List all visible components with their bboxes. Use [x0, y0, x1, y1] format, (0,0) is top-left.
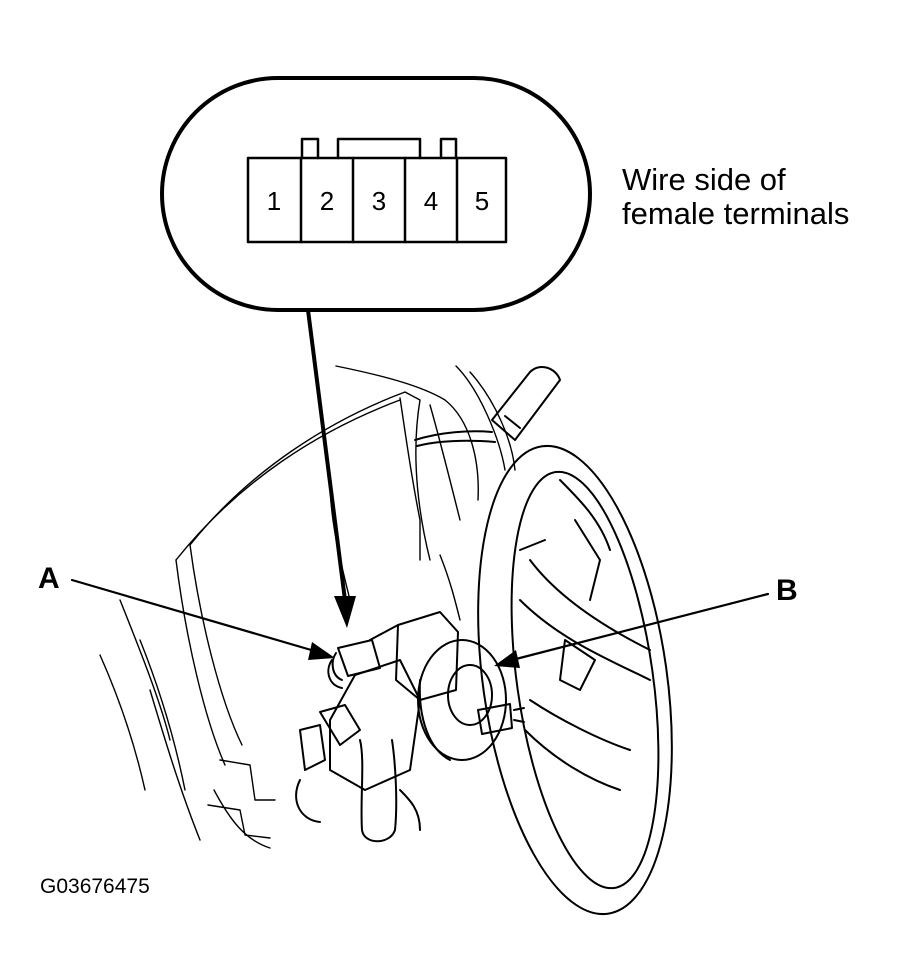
terminal-labels: 1 2 3 4 5 — [267, 186, 489, 216]
terminal-number: 5 — [475, 186, 489, 216]
figure-id: G03676475 — [40, 875, 150, 898]
terminal-number: 1 — [267, 186, 281, 216]
connector-face — [246, 137, 508, 244]
steering-wheel — [477, 444, 673, 916]
connector-caption-line2: female terminals — [622, 196, 850, 231]
callout-b-arrowhead — [494, 650, 520, 668]
connector-caption-line1: Wire side of — [622, 162, 786, 197]
dashboard-outline — [99, 365, 516, 849]
bubble-pointer-arrowhead — [334, 596, 356, 628]
callout-a-leader — [70, 578, 320, 654]
callout-a-arrowhead — [308, 642, 335, 660]
terminal-number: 3 — [372, 186, 386, 216]
terminal-number: 2 — [320, 186, 334, 216]
connector-view-bubble — [160, 76, 592, 312]
callout-label-b: B — [776, 574, 798, 607]
callout-label-a: A — [38, 562, 60, 595]
cable-reel — [417, 639, 525, 761]
connector-caption: Wire side of female terminals — [622, 163, 912, 231]
wiper-stalk — [414, 365, 561, 447]
callout-b-leader — [510, 592, 770, 662]
terminal-number: 4 — [424, 186, 438, 216]
combination-switch — [295, 611, 459, 843]
